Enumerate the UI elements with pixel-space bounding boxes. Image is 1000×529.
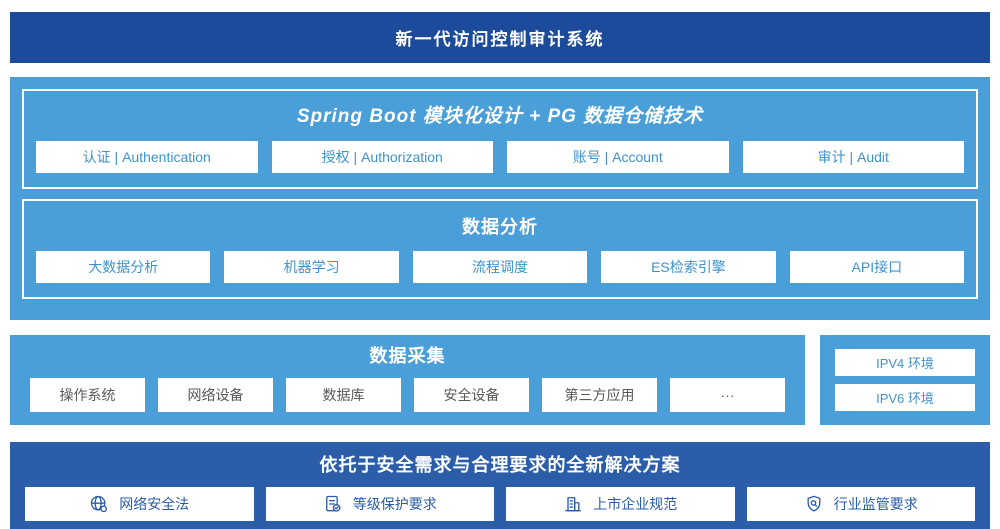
- requirement-label: 等级保护要求: [352, 496, 437, 512]
- document-check-icon: [323, 494, 343, 514]
- requirement-listed-company: 上市企业规范: [506, 487, 735, 521]
- solution-block: 依托于安全需求与合理要求的全新解决方案 网络安全法: [10, 442, 990, 529]
- source-security-device: 安全设备: [414, 378, 529, 412]
- data-collection-title: 数据采集: [369, 346, 446, 366]
- module-es-search-engine: ES检索引擎: [601, 251, 776, 283]
- module-bigdata-analysis: 大数据分析: [36, 251, 211, 283]
- module-audit: 审计 | Audit: [742, 141, 964, 173]
- module-authorization: 授权 | Authorization: [271, 141, 493, 173]
- env-ipv6: IPV6 环境: [835, 384, 975, 411]
- solution-row: 网络安全法 等级保护要求: [25, 487, 975, 521]
- module-authentication: 认证 | Authentication: [36, 141, 258, 173]
- module-account: 账号 | Account: [507, 141, 729, 173]
- system-title: 新一代访问控制审计系统: [395, 30, 605, 49]
- requirement-classified-protection: 等级保护要求: [265, 487, 494, 521]
- env-ipv4: IPV4 环境: [835, 349, 975, 376]
- springboot-module-row: 认证 | Authentication 授权 | Authorization 账…: [36, 141, 964, 173]
- requirement-label: 上市企业规范: [593, 496, 678, 512]
- module-machine-learning: 机器学习: [224, 251, 399, 283]
- source-third-party-app: 第三方应用: [542, 378, 657, 412]
- requirement-cybersecurity-law: 网络安全法: [25, 487, 254, 521]
- springboot-section-title: Spring Boot 模块化设计 + PG 数据仓储技术: [296, 106, 704, 127]
- module-workflow-scheduling: 流程调度: [412, 251, 588, 283]
- data-collection-block: 数据采集 操作系统 网络设备 数据库 安全设备 第三方应用 ···: [10, 335, 805, 425]
- collection-row: 数据采集 操作系统 网络设备 数据库 安全设备 第三方应用 ··· IPV4 环…: [10, 335, 990, 425]
- data-source-row: 操作系统 网络设备 数据库 安全设备 第三方应用 ···: [30, 378, 785, 412]
- data-analysis-row: 大数据分析 机器学习 流程调度 ES检索引擎 API接口: [36, 251, 965, 283]
- module-api-interface: API接口: [789, 251, 965, 283]
- source-ellipsis: ···: [670, 378, 785, 412]
- data-analysis-title: 数据分析: [462, 217, 538, 237]
- building-icon: [563, 494, 583, 514]
- source-network-device: 网络设备: [158, 378, 273, 412]
- globe-icon: [89, 494, 109, 514]
- requirement-label: 行业监管要求: [833, 496, 918, 512]
- platform-block: Spring Boot 模块化设计 + PG 数据仓储技术 认证 | Authe…: [10, 77, 990, 320]
- springboot-section: Spring Boot 模块化设计 + PG 数据仓储技术 认证 | Authe…: [22, 89, 978, 189]
- solution-title: 依托于安全需求与合理要求的全新解决方案: [319, 455, 681, 475]
- shield-search-icon: [804, 494, 824, 514]
- data-analysis-section: 数据分析 大数据分析 机器学习 流程调度 ES检索引擎 API接口: [22, 199, 978, 299]
- requirement-industry-regulation: 行业监管要求: [746, 487, 975, 521]
- environment-panel: IPV4 环境 IPV6 环境: [820, 335, 990, 425]
- system-title-banner: 新一代访问控制审计系统: [10, 12, 990, 63]
- source-database: 数据库: [286, 378, 401, 412]
- requirement-label: 网络安全法: [119, 496, 190, 512]
- source-operating-system: 操作系统: [30, 378, 145, 412]
